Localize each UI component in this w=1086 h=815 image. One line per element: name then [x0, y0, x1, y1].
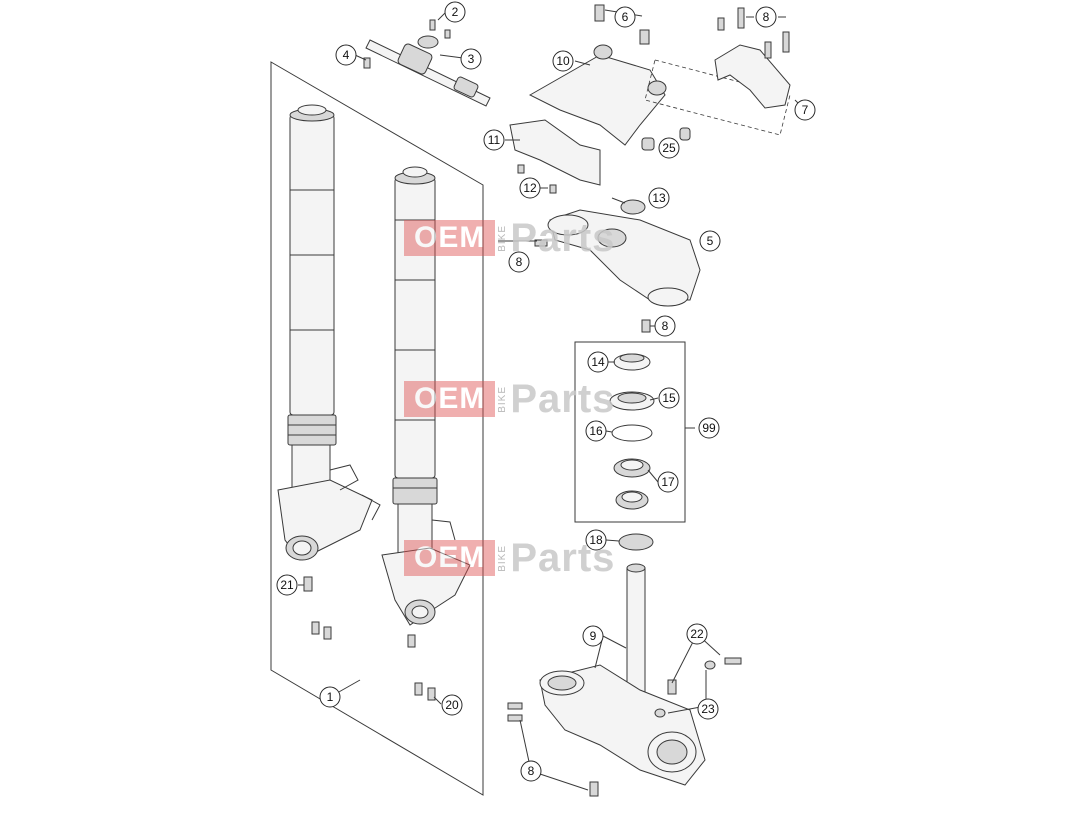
svg-text:23: 23: [701, 702, 715, 716]
watermark-parts-text: Parts: [510, 215, 616, 260]
svg-text:14: 14: [591, 355, 605, 369]
callout-8-bottom: 8: [520, 760, 542, 782]
callout-7: 7: [794, 99, 816, 121]
callout-8-top: 8: [755, 6, 777, 28]
watermark-bottom: OEM BIKE Parts: [404, 536, 615, 580]
callout-22: 22: [686, 623, 708, 645]
callout-21: 21: [276, 574, 298, 596]
callout-18: 18: [585, 529, 607, 551]
svg-text:15: 15: [662, 391, 676, 405]
watermark-oem-text: OEM: [404, 381, 496, 417]
callouts: 1 2 3 4 5 6 7 8 8 8 8 9 10 11 12 13 14 1…: [276, 1, 816, 782]
svg-text:5: 5: [707, 234, 714, 248]
svg-text:8: 8: [528, 764, 535, 778]
fork-bolts: [303, 576, 436, 701]
svg-text:21: 21: [280, 578, 294, 592]
watermark-bike-text: BIKE: [497, 544, 509, 572]
callout-3: 3: [460, 48, 482, 70]
callout-8-mid-right: 8: [654, 315, 676, 337]
svg-text:12: 12: [523, 181, 537, 195]
upper-triple-clamp: [528, 4, 667, 146]
callout-14: 14: [587, 351, 609, 373]
svg-text:17: 17: [661, 475, 675, 489]
svg-text:13: 13: [652, 191, 666, 205]
watermark-parts-text: Parts: [510, 535, 616, 580]
callout-23: 23: [697, 698, 719, 720]
watermark-oem-text: OEM: [404, 220, 496, 256]
watermark-parts-text: Parts: [510, 376, 616, 421]
svg-text:11: 11: [488, 133, 501, 147]
left-fork-leg: [277, 104, 381, 561]
callout-9: 9: [582, 625, 604, 647]
watermark-top: OEM BIKE Parts: [404, 216, 615, 260]
callout-11: 11: [483, 129, 505, 151]
fork-assembly-frame: [270, 61, 484, 796]
svg-text:3: 3: [468, 52, 475, 66]
svg-text:20: 20: [445, 698, 459, 712]
svg-text:8: 8: [662, 319, 669, 333]
svg-text:1: 1: [327, 690, 334, 704]
svg-text:25: 25: [662, 141, 676, 155]
svg-text:18: 18: [589, 533, 603, 547]
callout-16: 16: [585, 420, 607, 442]
clamp-bracket: [509, 119, 691, 194]
callout-10: 10: [552, 50, 574, 72]
lower-triple-clamp: [507, 563, 742, 797]
watermark-bike-text: BIKE: [497, 385, 509, 413]
callout-8-mid-left: 8: [508, 251, 530, 273]
svg-text:16: 16: [589, 424, 603, 438]
watermark-oem-text: OEM: [404, 540, 496, 576]
callout-5: 5: [699, 230, 721, 252]
svg-text:7: 7: [802, 103, 809, 117]
svg-text:2: 2: [452, 5, 459, 19]
svg-text:10: 10: [556, 54, 570, 68]
callout-12: 12: [519, 177, 541, 199]
svg-text:8: 8: [516, 255, 523, 269]
callout-17: 17: [657, 471, 679, 493]
steering-seal: [618, 533, 654, 551]
svg-text:9: 9: [590, 629, 597, 643]
callout-13: 13: [648, 187, 670, 209]
steering-nut: [620, 199, 646, 215]
callout-1: 1: [319, 686, 341, 708]
callout-25: 25: [658, 137, 680, 159]
callout-15: 15: [658, 387, 680, 409]
callout-6: 6: [614, 6, 636, 28]
svg-text:8: 8: [763, 10, 770, 24]
watermark-middle: OEM BIKE Parts: [404, 377, 615, 421]
callout-2: 2: [444, 1, 466, 23]
callout-4: 4: [335, 44, 357, 66]
svg-text:99: 99: [702, 421, 716, 435]
bearing-kit: [609, 353, 655, 510]
svg-text:22: 22: [690, 627, 704, 641]
callout-20: 20: [441, 694, 463, 716]
svg-text:4: 4: [343, 48, 350, 62]
right-fork-leg: [381, 166, 471, 626]
upper-fork-bridge: [534, 209, 701, 333]
svg-text:6: 6: [622, 10, 629, 24]
callout-99: 99: [698, 417, 720, 439]
handlebar-clamp: [644, 7, 791, 136]
steering-damper: [363, 19, 491, 107]
watermark-bike-text: BIKE: [497, 224, 509, 252]
